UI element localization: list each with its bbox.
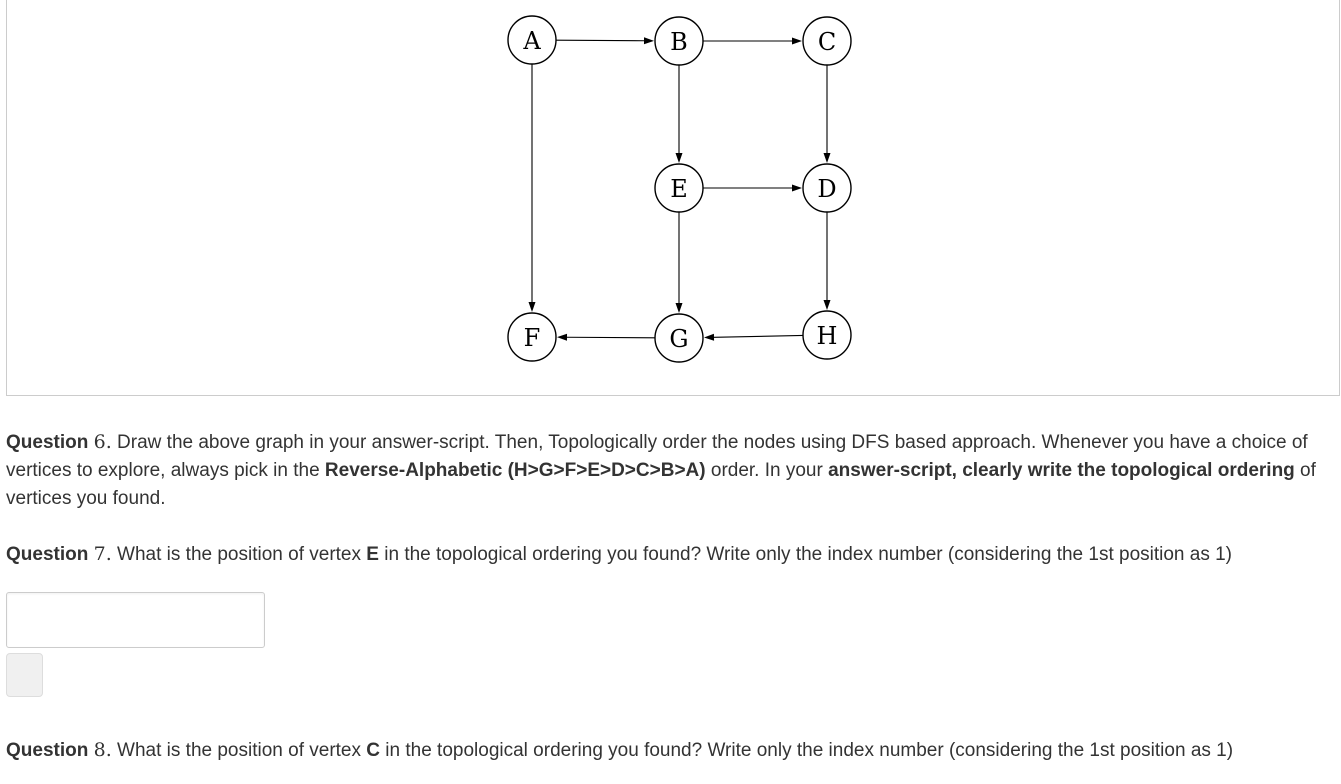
edge-a-to-f bbox=[528, 64, 536, 312]
node-label: F bbox=[524, 324, 541, 352]
arrowhead bbox=[675, 153, 683, 163]
node-c: C bbox=[802, 16, 852, 66]
node-circle bbox=[802, 310, 852, 360]
node-label: C bbox=[818, 28, 836, 56]
question-7-label: Question bbox=[6, 544, 89, 565]
edge-line bbox=[566, 336, 656, 339]
node-e: E bbox=[654, 163, 704, 213]
edge-e-to-d bbox=[703, 184, 802, 192]
question-6-order-rule: Reverse-Alphabetic (H>G>F>E>D>C>B>A) bbox=[324, 460, 706, 481]
edge-line bbox=[555, 39, 645, 42]
node-circle bbox=[654, 16, 704, 66]
question-6: Question 6. Draw the above graph in your… bbox=[6, 428, 1336, 513]
node-circle bbox=[654, 313, 704, 363]
question-7-text: What is the position of vertex bbox=[111, 544, 367, 565]
graph-edges bbox=[528, 37, 831, 341]
node-label: D bbox=[817, 175, 836, 203]
node-h: H bbox=[802, 310, 852, 360]
question-6-text-3: of vertices you found. bbox=[6, 460, 1316, 509]
node-circle bbox=[802, 163, 852, 213]
node-b: B bbox=[654, 16, 704, 66]
edge-line bbox=[713, 334, 804, 338]
node-circle bbox=[654, 163, 704, 213]
arrowhead bbox=[675, 303, 683, 313]
arrowhead bbox=[703, 333, 715, 341]
node-f: F bbox=[507, 312, 557, 362]
node-label: E bbox=[670, 175, 688, 203]
graph-figure: A B C E D F G H bbox=[6, 0, 1340, 396]
node-d: D bbox=[802, 163, 852, 213]
edge-b-to-e bbox=[675, 65, 683, 163]
question-8-text: What is the position of vertex bbox=[111, 740, 367, 761]
question-6-instruction: answer-script, clearly write the topolog… bbox=[828, 460, 1295, 481]
question-7-text-2: in the topological ordering you found? W… bbox=[378, 544, 1233, 565]
edge-e-to-g bbox=[675, 212, 683, 313]
question-8-number: 8. bbox=[93, 739, 112, 761]
edge-d-to-h bbox=[823, 212, 831, 310]
arrowhead bbox=[792, 37, 802, 45]
node-circle bbox=[802, 16, 852, 66]
question-8-vertex: C bbox=[366, 740, 381, 761]
edge-h-to-g bbox=[703, 333, 804, 341]
question-6-number: 6. bbox=[93, 431, 112, 453]
question-8-label: Question bbox=[6, 740, 89, 761]
arrowhead bbox=[528, 302, 536, 312]
graph-nodes: A B C E D F G H bbox=[507, 15, 852, 363]
arrowhead bbox=[792, 184, 802, 192]
question-8-text-2: in the topological ordering you found? W… bbox=[380, 740, 1234, 761]
arrowhead bbox=[643, 37, 655, 45]
question-7-number: 7. bbox=[93, 543, 112, 565]
check-button[interactable] bbox=[6, 653, 43, 697]
edge-b-to-c bbox=[703, 37, 802, 45]
question-6-label: Question bbox=[6, 432, 89, 453]
edge-a-to-b bbox=[555, 37, 655, 45]
arrowhead bbox=[823, 300, 831, 310]
node-label: G bbox=[669, 325, 688, 353]
arrowhead bbox=[556, 333, 568, 341]
node-circle bbox=[507, 15, 557, 65]
answer-input[interactable] bbox=[6, 592, 265, 648]
question-6-text-2: order. In your bbox=[705, 460, 829, 481]
node-a: A bbox=[507, 15, 557, 65]
node-circle bbox=[507, 312, 557, 362]
question-8: Question 8. What is the position of vert… bbox=[6, 736, 1336, 765]
question-7-vertex: E bbox=[366, 544, 379, 565]
node-label: A bbox=[522, 27, 541, 55]
edge-g-to-f bbox=[556, 333, 656, 341]
arrowhead bbox=[823, 153, 831, 163]
graph-diagram: A B C E D F G H bbox=[507, 15, 852, 363]
question-7: Question 7. What is the position of vert… bbox=[6, 540, 1336, 569]
edge-c-to-d bbox=[823, 65, 831, 163]
node-g: G bbox=[654, 313, 704, 363]
question-6-text: Draw the above graph in your answer-scri… bbox=[6, 432, 1308, 481]
node-label: B bbox=[670, 28, 688, 56]
node-label: H bbox=[817, 322, 838, 350]
